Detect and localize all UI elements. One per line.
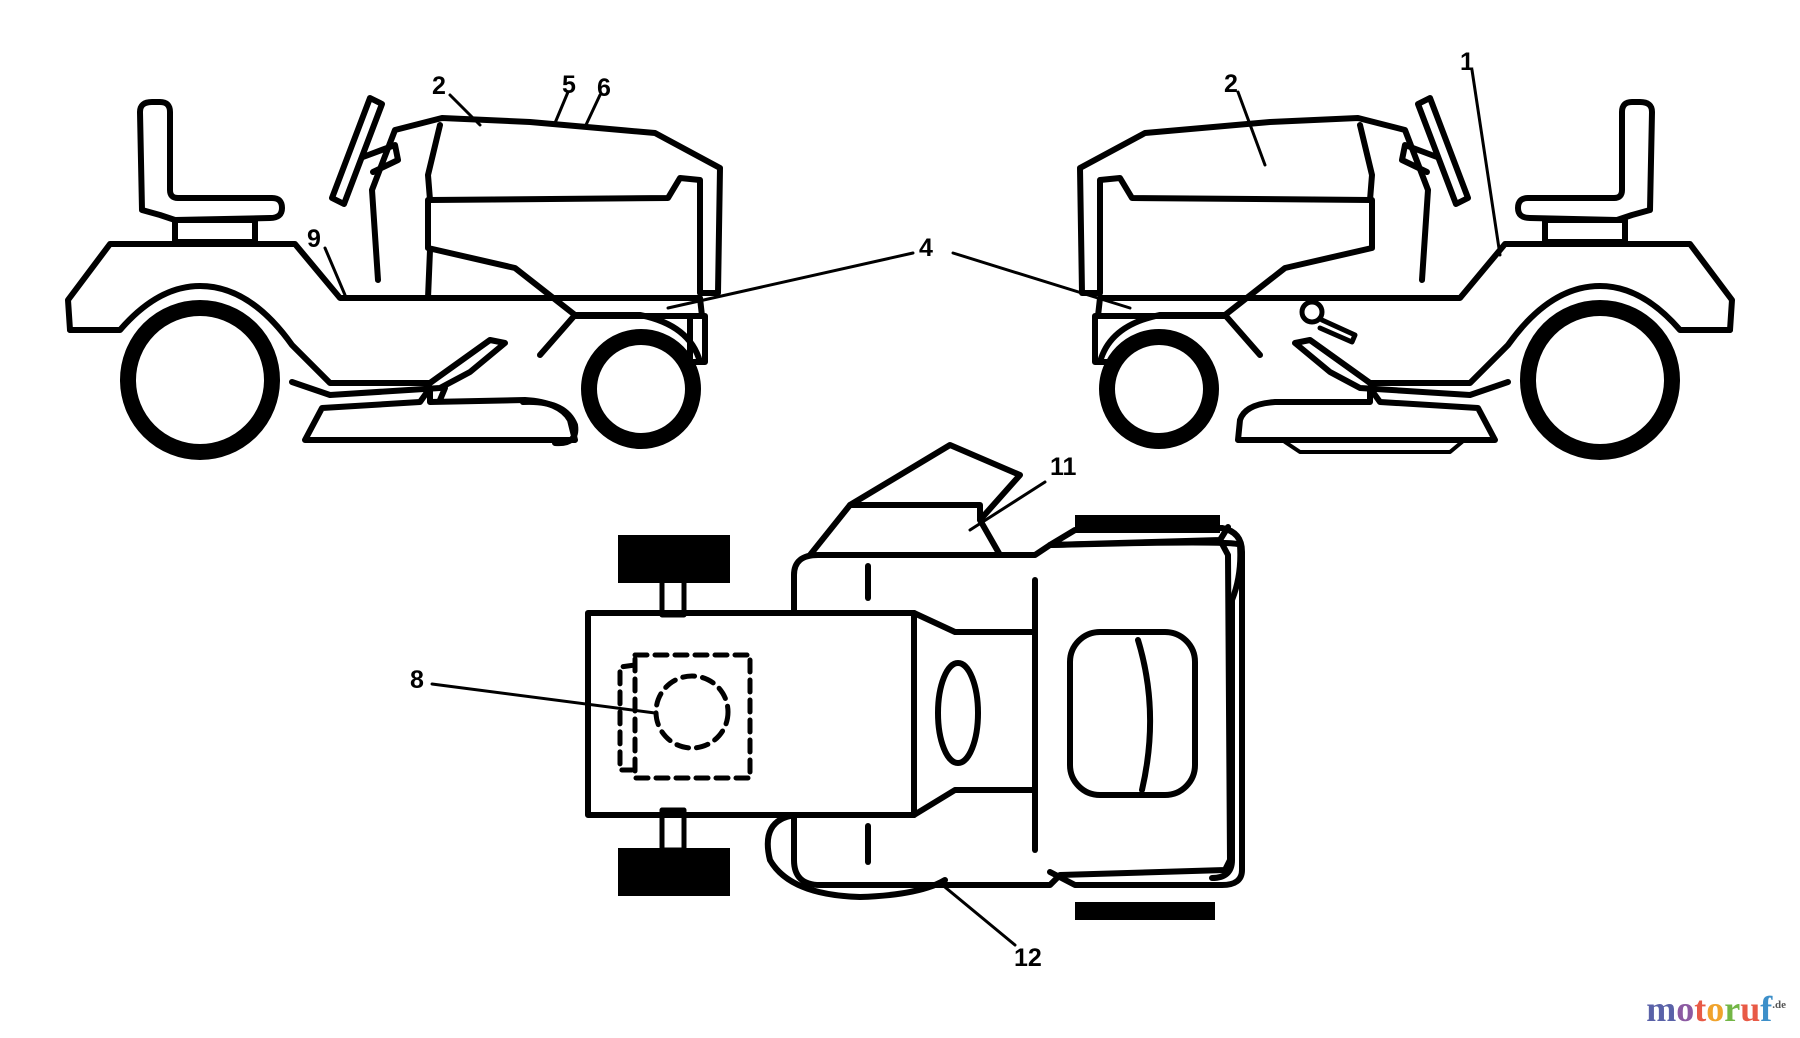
- top-deck-shroud: [764, 812, 948, 900]
- left-front-wheel: [581, 329, 701, 449]
- watermark-logo: motoruf.de: [1646, 988, 1786, 1030]
- top-steering: [935, 660, 981, 766]
- left-rear-wheel: [120, 300, 280, 460]
- callout-9: 9: [307, 225, 321, 253]
- right-seat: [1515, 99, 1655, 223]
- callout-6: 6: [597, 74, 611, 102]
- watermark-letter: r: [1724, 989, 1741, 1029]
- top-discharge-chute: [807, 442, 1023, 558]
- leader-lines: [323, 68, 1502, 947]
- watermark-letter: o: [1706, 989, 1725, 1029]
- right-side-mower: [1077, 95, 1735, 454]
- callout-5: 5: [562, 71, 576, 99]
- top-front-wheel-upper: [618, 535, 730, 583]
- callout-12: 12: [1014, 944, 1042, 972]
- left-seat: [137, 99, 285, 223]
- callout-right-hood: 2: [1224, 70, 1238, 98]
- right-seat-post: [1542, 217, 1628, 245]
- top-seat: [1067, 629, 1198, 798]
- left-steering-wheel: [329, 95, 385, 207]
- watermark-letter: m: [1646, 989, 1677, 1029]
- callout-left-hood: 2: [432, 72, 446, 100]
- right-lever-knob: [1299, 299, 1325, 325]
- top-decal-area: [632, 652, 753, 781]
- right-steering-wheel: [1415, 95, 1471, 207]
- callout-1: 1: [1460, 48, 1474, 76]
- watermark-letter: u: [1740, 989, 1761, 1029]
- top-view-mower: [585, 442, 1245, 900]
- callout-4: 4: [919, 234, 933, 262]
- right-deck: [1235, 385, 1498, 443]
- watermark-letter: t: [1694, 989, 1707, 1029]
- watermark-letter: f: [1760, 989, 1773, 1029]
- top-decal-circle: [653, 673, 731, 751]
- top-rear-wheel-lower: [1075, 902, 1215, 920]
- left-side-mower: [65, 95, 723, 447]
- callout-11: 11: [1050, 453, 1077, 481]
- top-rear-wheel-upper: [1075, 515, 1220, 533]
- left-hood: [369, 115, 723, 296]
- watermark-letter: o: [1676, 989, 1695, 1029]
- top-body: [791, 524, 1233, 888]
- right-rear-wheel: [1520, 300, 1680, 460]
- right-hood: [1077, 115, 1431, 296]
- watermark-suffix: .de: [1772, 999, 1786, 1011]
- left-seat-post: [172, 217, 258, 245]
- top-front-wheel-lower: [618, 848, 730, 896]
- callout-8: 8: [410, 666, 424, 694]
- top-hood: [585, 610, 917, 818]
- right-front-wheel: [1099, 329, 1219, 449]
